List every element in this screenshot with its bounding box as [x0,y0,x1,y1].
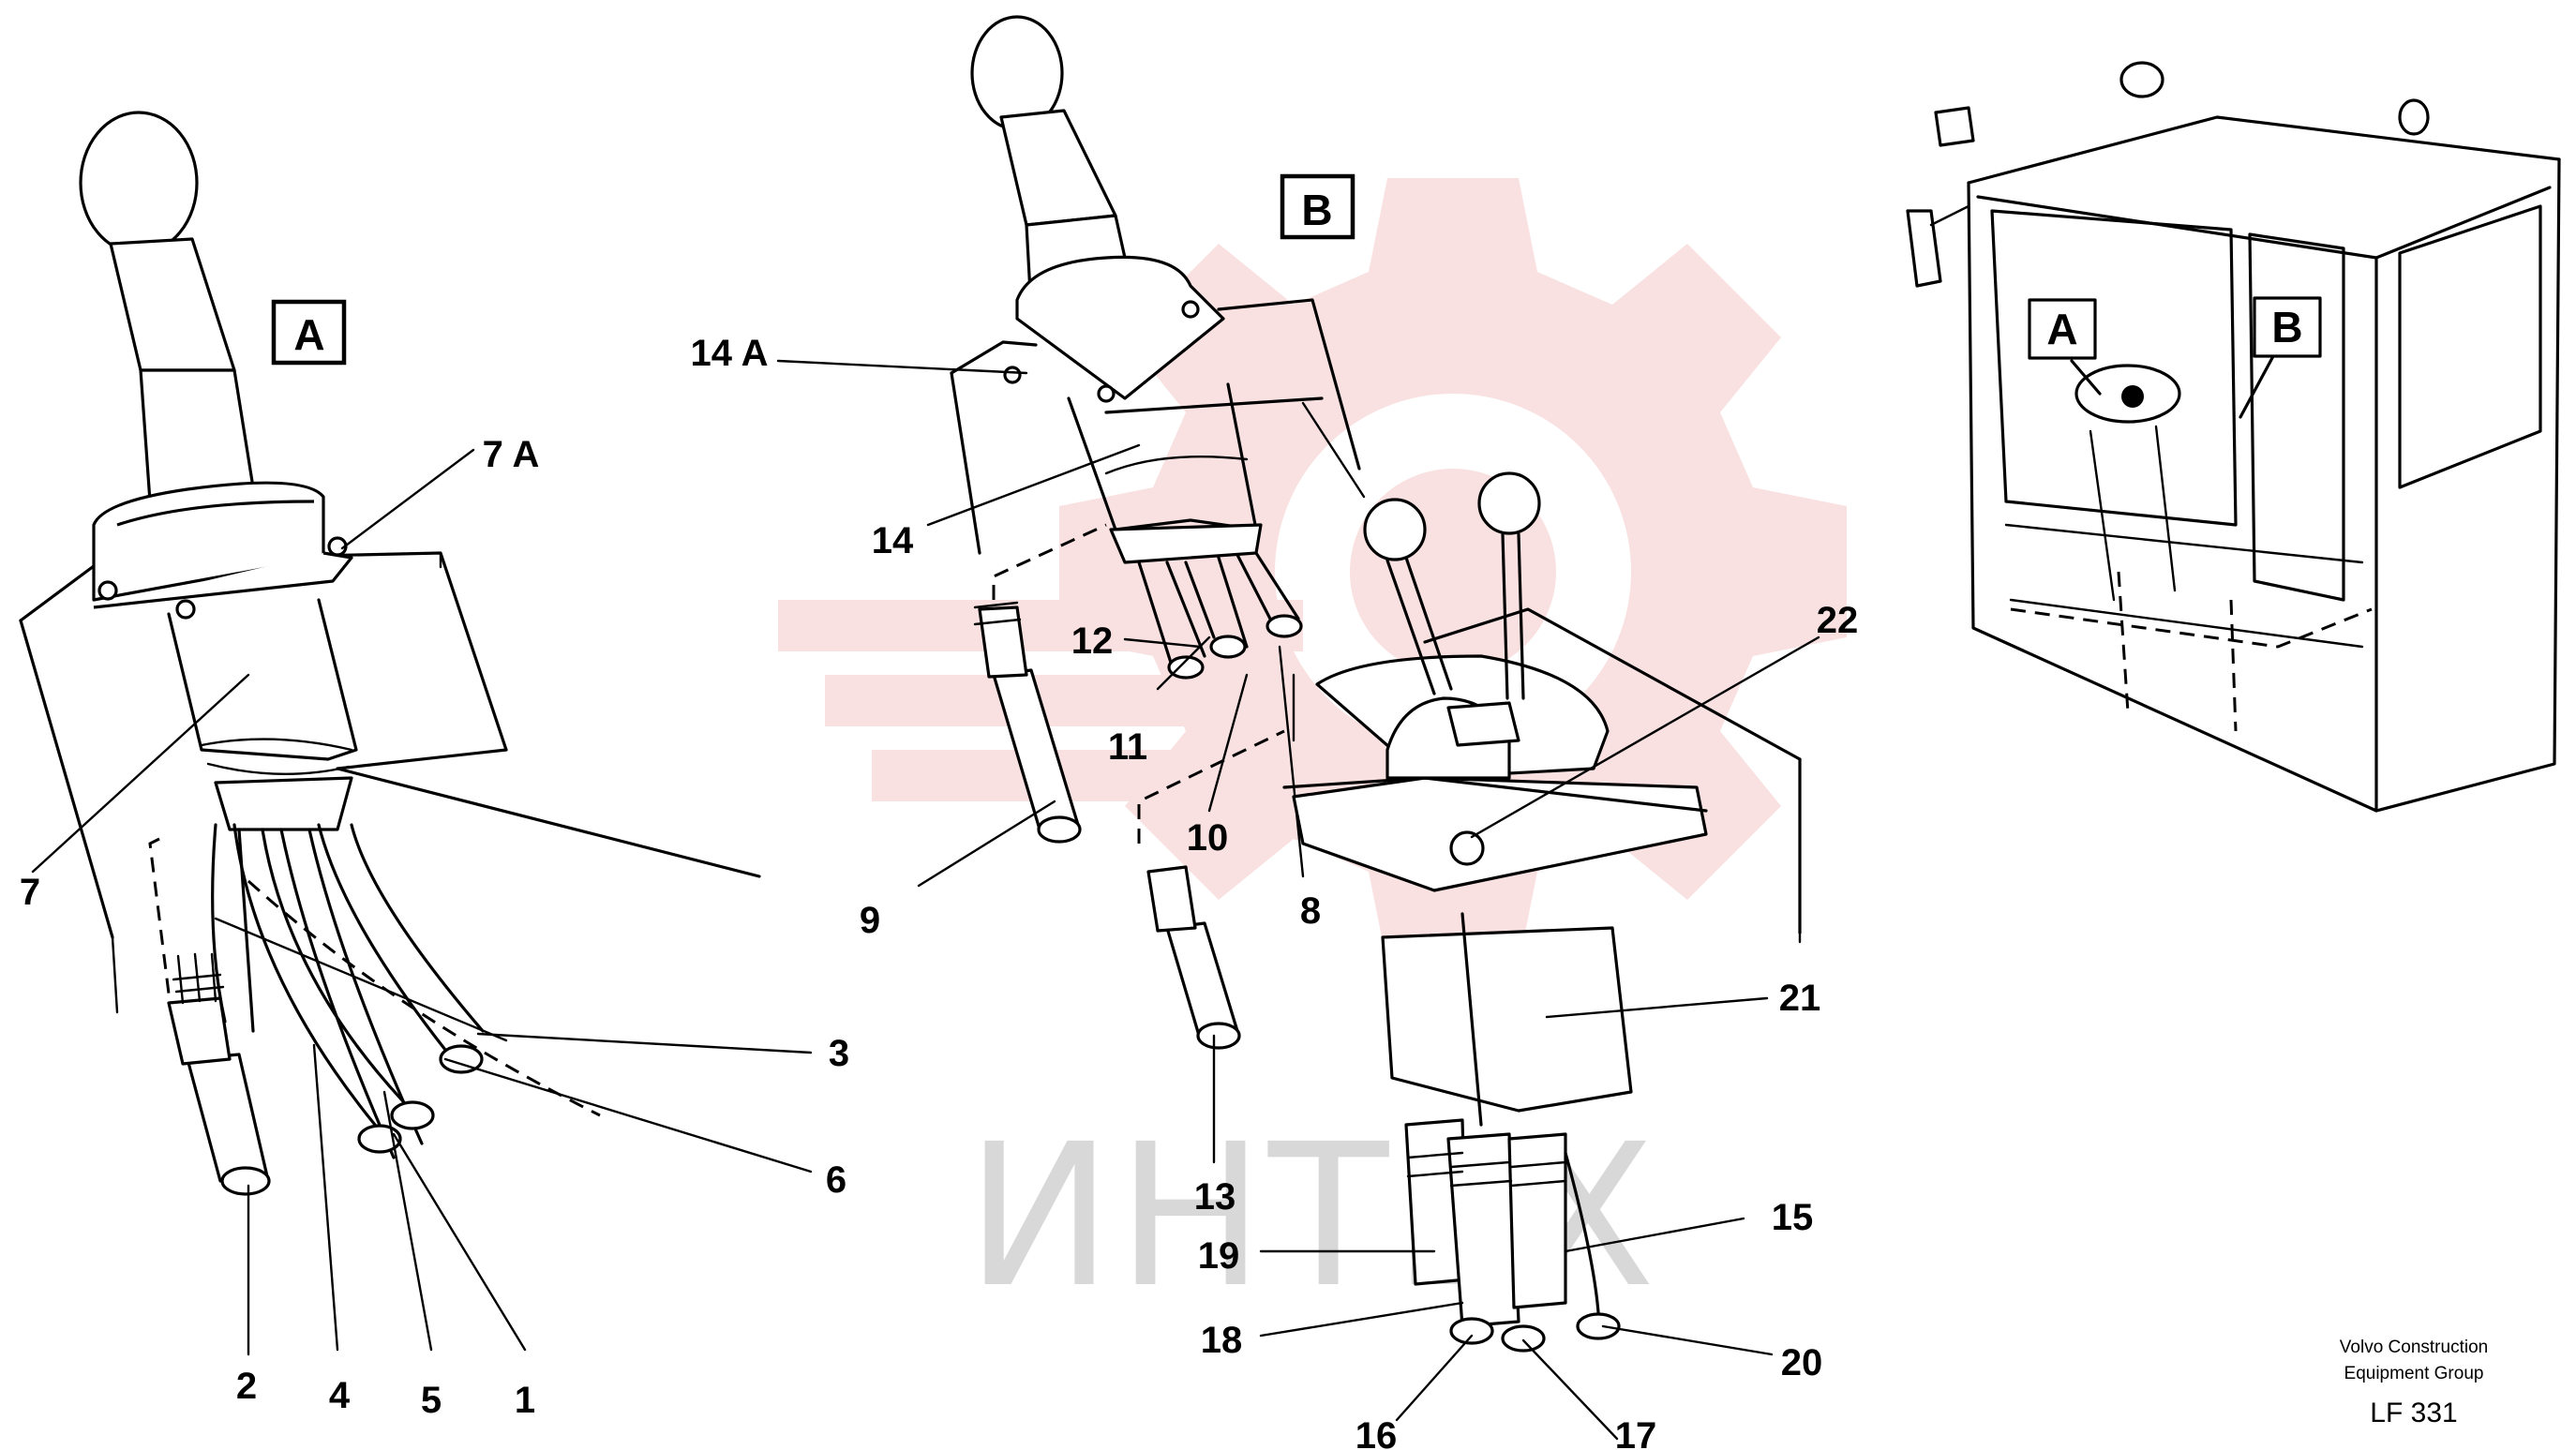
watermark-gear [778,178,1847,965]
dual-lever-unit [1282,471,1802,1353]
callout-11: 11 [1108,726,1147,768]
callout-16: 16 [1355,1415,1398,1450]
cab-label-b: B [2271,303,2302,351]
callout-5: 5 [421,1380,442,1421]
view-a-assembly [19,111,761,1196]
cab-label-a: A [2046,305,2077,353]
callout-12: 12 [1071,620,1114,662]
callout-21: 21 [1779,978,1821,1019]
drawing-code: LF 331 [2370,1398,2457,1428]
callout-9: 9 [860,900,880,941]
view-box-a [271,299,347,366]
leaders-view-b [776,359,1305,1164]
credit-line-2: Equipment Group [2344,1364,2484,1383]
callout-4: 4 [329,1375,351,1416]
callout-7a: 7 A [483,434,540,475]
callout-6: 6 [826,1159,846,1201]
callout-18: 18 [1201,1320,1243,1361]
leaders-view-a [31,448,813,1356]
callout-19: 19 [1198,1235,1240,1277]
callout-15: 15 [1772,1197,1814,1238]
leaders-dual-lever [1259,635,1820,1441]
callout-2: 2 [236,1366,257,1407]
callout-13: 13 [1194,1176,1236,1218]
callout-17: 17 [1615,1415,1657,1450]
view-label-b: B [1301,186,1332,234]
callout-20: 20 [1781,1342,1823,1383]
cab-illustration [1906,61,2561,813]
callout-3: 3 [829,1033,849,1074]
view-b-assembly [950,15,1366,1050]
view-label-a: A [293,310,324,359]
callout-10: 10 [1187,817,1229,859]
callout-7: 7 [20,872,40,913]
callout-1: 1 [515,1380,535,1421]
credit-line-1: Volvo Construction [2340,1338,2488,1357]
callout-14: 14 [872,520,914,561]
view-box-b [1280,173,1355,240]
callout-22: 22 [1817,600,1859,641]
callout-8: 8 [1300,890,1321,932]
callout-14a: 14 A [690,333,768,374]
